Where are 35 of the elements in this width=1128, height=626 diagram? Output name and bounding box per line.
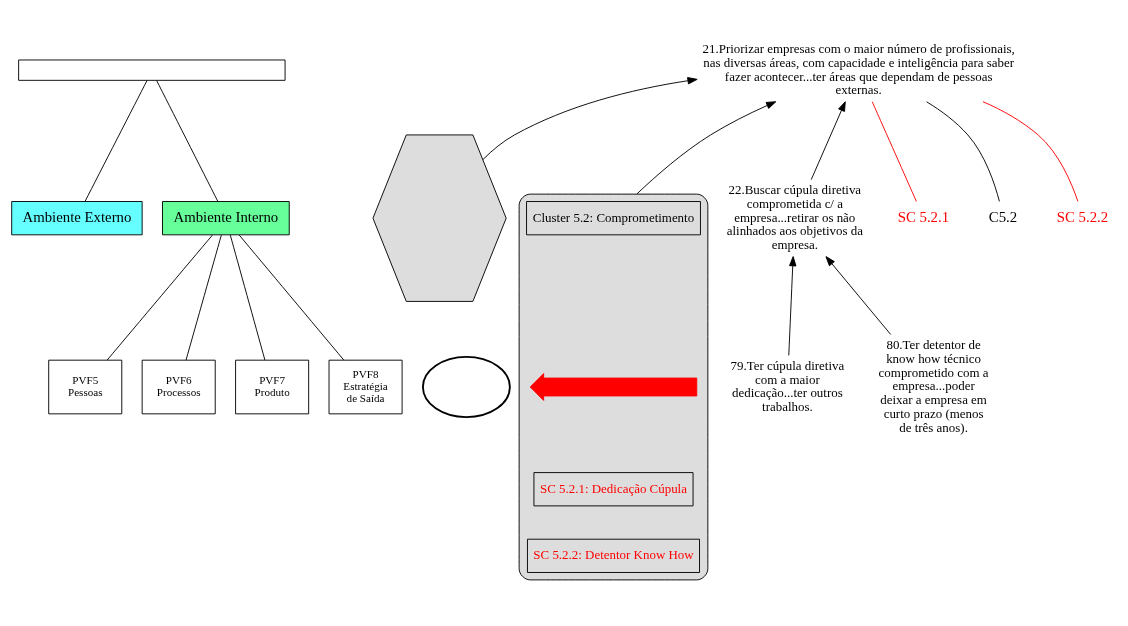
connector (982, 101, 1079, 202)
connector (84, 80, 148, 202)
node-text: 22.Buscar cúpula diretiva comprometida c/ a empresa...retirar os não alinhados aos objetivos da empresa. (726, 181, 863, 253)
arrow (825, 256, 892, 335)
node-text: C5.2 (988, 208, 1018, 225)
node-text: 79.Ter cúpula diretiva com a maior dedicação...ter outros trabalhos. (730, 357, 845, 415)
node-box: PVF8 Estratégia de Saída (328, 359, 403, 415)
node-box (18, 59, 286, 81)
node-text: SC 5.2.1 (897, 208, 950, 225)
node-box: SC 5.2.2: Detentor Know How (527, 538, 700, 573)
connector (106, 234, 213, 361)
arrow (788, 256, 797, 356)
node-box: Ambiente Externo (11, 201, 143, 236)
arrow (482, 77, 698, 161)
node-text: 80.Ter detentor de know how técnico comprometido com a empresa...poder deixar a empresa em curto prazo (menos de três anos). (878, 336, 989, 436)
node-box: PVF6 Processos (141, 359, 216, 415)
node-text: 21.Priorizar empresas com o maior número de profissionais, nas diversas áreas, com capacidade e inteligência para saber fazer acontecer...ter áreas que dependam de pessoas externas. (702, 40, 1015, 98)
node-text: SC 5.2.2 (1056, 208, 1109, 225)
arrow (636, 101, 777, 195)
node-arrow (529, 373, 698, 401)
node-box: Cluster 5.2: Comprometimento (526, 201, 701, 236)
node-box: PVF5 Pessoas (48, 359, 123, 415)
arrow (810, 101, 846, 181)
connector (156, 80, 219, 202)
connector (871, 101, 917, 202)
connector (185, 234, 222, 361)
connector (229, 234, 266, 361)
node-box: Ambiente Interno (162, 201, 290, 236)
cluster (518, 193, 709, 581)
node-box: PVF7 Produto (235, 359, 310, 415)
node-circle (422, 356, 511, 418)
connector (238, 234, 345, 361)
node-box: SC 5.2.1: Dedicação Cúpula (533, 472, 694, 507)
connector (926, 101, 1000, 202)
node-polygon (372, 134, 507, 302)
